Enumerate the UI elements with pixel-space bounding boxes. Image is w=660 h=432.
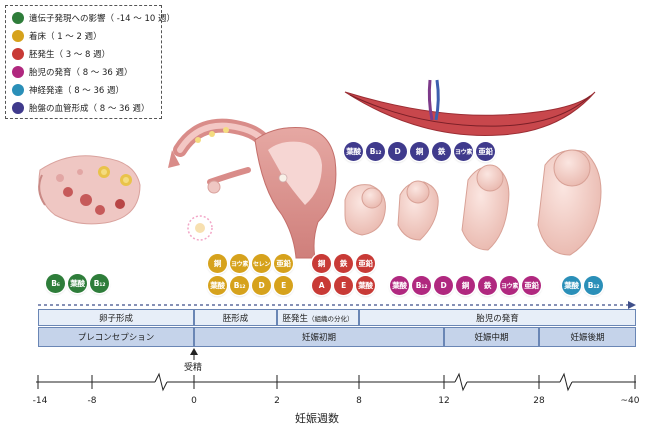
nutrient-copper: 銅 <box>312 254 331 273</box>
tick-label: 2 <box>274 396 280 406</box>
yellow-dot-icon <box>12 30 24 42</box>
nutrient-b12: B₁₂ <box>412 276 431 295</box>
cyan-dot-icon <box>12 84 24 96</box>
nutrient-d: D <box>252 276 271 295</box>
nutrient-zinc: 亜鉛 <box>274 254 293 273</box>
nutrient-d: D <box>388 142 407 161</box>
nutrient-iodine: ヨウ素 <box>230 254 249 273</box>
legend-item-implantation: 着床（ 1 ～ 2 週） <box>12 28 102 44</box>
nutrient-b12: B₁₂ <box>230 276 249 295</box>
legend-label: 胚発生（ 3 ～ 8 週） <box>29 50 111 60</box>
arrowhead-icon <box>628 301 636 309</box>
magenta-dot-icon <box>12 66 24 78</box>
legend-label: 胎盤の血管形成（ 8 ～ 36 週） <box>29 104 150 114</box>
phase-note: （組織の分化） <box>308 314 354 323</box>
nutrient-d: D <box>434 276 453 295</box>
red-dot-icon <box>12 48 24 60</box>
nutrient-b12: B₁₂ <box>90 274 109 293</box>
nutrient-folate: 葉酸 <box>356 276 375 295</box>
tick-label: 0 <box>191 396 197 406</box>
nutrient-zinc: 亜鉛 <box>476 142 495 161</box>
fetus-illustrations <box>344 149 602 256</box>
phase-label: 胚発生 <box>282 313 308 324</box>
placenta-illustration <box>344 79 596 136</box>
phase-embryogenesis: 胚発生（組織の分化） <box>277 309 359 326</box>
timeline-axis <box>36 372 636 392</box>
phase-third-trimester: 妊娠後期 <box>539 327 636 347</box>
nutrient-zinc: 亜鉛 <box>522 276 541 295</box>
timeline-arrow <box>38 301 636 309</box>
legend-item-fetal-growth: 胎児の発育（ 8 ～ 36 週） <box>12 64 133 80</box>
uterus-illustration <box>168 118 337 259</box>
nutrient-b12: B₁₂ <box>366 142 385 161</box>
tick-label: 8 <box>356 396 362 406</box>
nutrient-a: A <box>312 276 331 295</box>
phase-oocyte: 卵子形成 <box>38 309 194 326</box>
phase-label: 卵子形成 <box>98 313 133 324</box>
nutrient-selenium: セレン <box>252 254 271 273</box>
nutrient-folate: 葉酸 <box>68 274 87 293</box>
legend-label: 着床（ 1 ～ 2 週） <box>29 32 102 42</box>
ovary-illustration <box>38 155 141 225</box>
legend-item-placenta: 胎盤の血管形成（ 8 ～ 36 週） <box>12 100 150 116</box>
phase-first-trimester: 妊娠初期 <box>194 327 444 347</box>
nutrient-copper: 銅 <box>456 276 475 295</box>
nutrient-iron: 鉄 <box>432 142 451 161</box>
axis-title: 妊娠週数 <box>295 412 339 425</box>
nutrient-copper: 銅 <box>208 254 227 273</box>
legend-label: 遺伝子発現への影響（ -14 ～ 10 週） <box>29 14 176 24</box>
phase-label: 妊娠後期 <box>570 333 605 343</box>
phase-label: 妊娠中期 <box>474 333 509 343</box>
phase-label: プレコンセプション <box>77 333 155 343</box>
nutrient-iron: 鉄 <box>478 276 497 295</box>
legend-item-embryogenesis: 胚発生（ 3 ～ 8 週） <box>12 46 110 62</box>
phase-fetal-growth: 胎児の発育 <box>359 309 636 326</box>
nutrient-b12: B₁₂ <box>584 276 603 295</box>
legend-item-gene-expression: 遺伝子発現への影響（ -14 ～ 10 週） <box>12 10 175 26</box>
tick-label: ~40 <box>620 396 640 406</box>
phase-second-trimester: 妊娠中期 <box>444 327 539 347</box>
legend-label: 胎児の発育（ 8 ～ 36 週） <box>29 68 133 78</box>
tick-label: 12 <box>438 396 450 406</box>
nutrient-folate: 葉酸 <box>344 142 363 161</box>
nutrient-iodine: ヨウ素 <box>454 142 473 161</box>
phase-label: 胚形成 <box>222 313 249 324</box>
phase-embryo-formation: 胚形成 <box>194 309 277 326</box>
phase-label: 妊娠初期 <box>301 333 336 343</box>
nutrient-iron: 鉄 <box>334 254 353 273</box>
legend-box: 遺伝子発現への影響（ -14 ～ 10 週） 着床（ 1 ～ 2 週） 胚発生（… <box>5 5 175 119</box>
nutrient-zinc: 亜鉛 <box>356 254 375 273</box>
fertilization-label: 受精 <box>184 363 203 373</box>
phase-preconception: プレコンセプション <box>38 327 194 347</box>
indigo-dot-icon <box>12 102 24 114</box>
tick-label: 28 <box>533 396 545 406</box>
phase-label: 胎児の発育 <box>476 313 519 324</box>
green-dot-icon <box>12 12 24 24</box>
nutrient-iodine: ヨウ素 <box>500 276 519 295</box>
nutrient-folate: 葉酸 <box>390 276 409 295</box>
fertilization-arrow-icon <box>190 348 198 360</box>
nutrient-b6: B₆ <box>46 274 65 293</box>
legend-label: 神経発達（ 8 ～ 36 週） <box>29 86 125 96</box>
legend-item-neuro: 神経発達（ 8 ～ 36 週） <box>12 82 124 98</box>
nutrient-e: E <box>274 276 293 295</box>
nutrient-folate: 葉酸 <box>562 276 581 295</box>
tick-label: -8 <box>87 396 97 406</box>
tick-label: -14 <box>32 396 48 406</box>
nutrient-copper: 銅 <box>410 142 429 161</box>
nutrient-folate: 葉酸 <box>208 276 227 295</box>
nutrient-e: E <box>334 276 353 295</box>
